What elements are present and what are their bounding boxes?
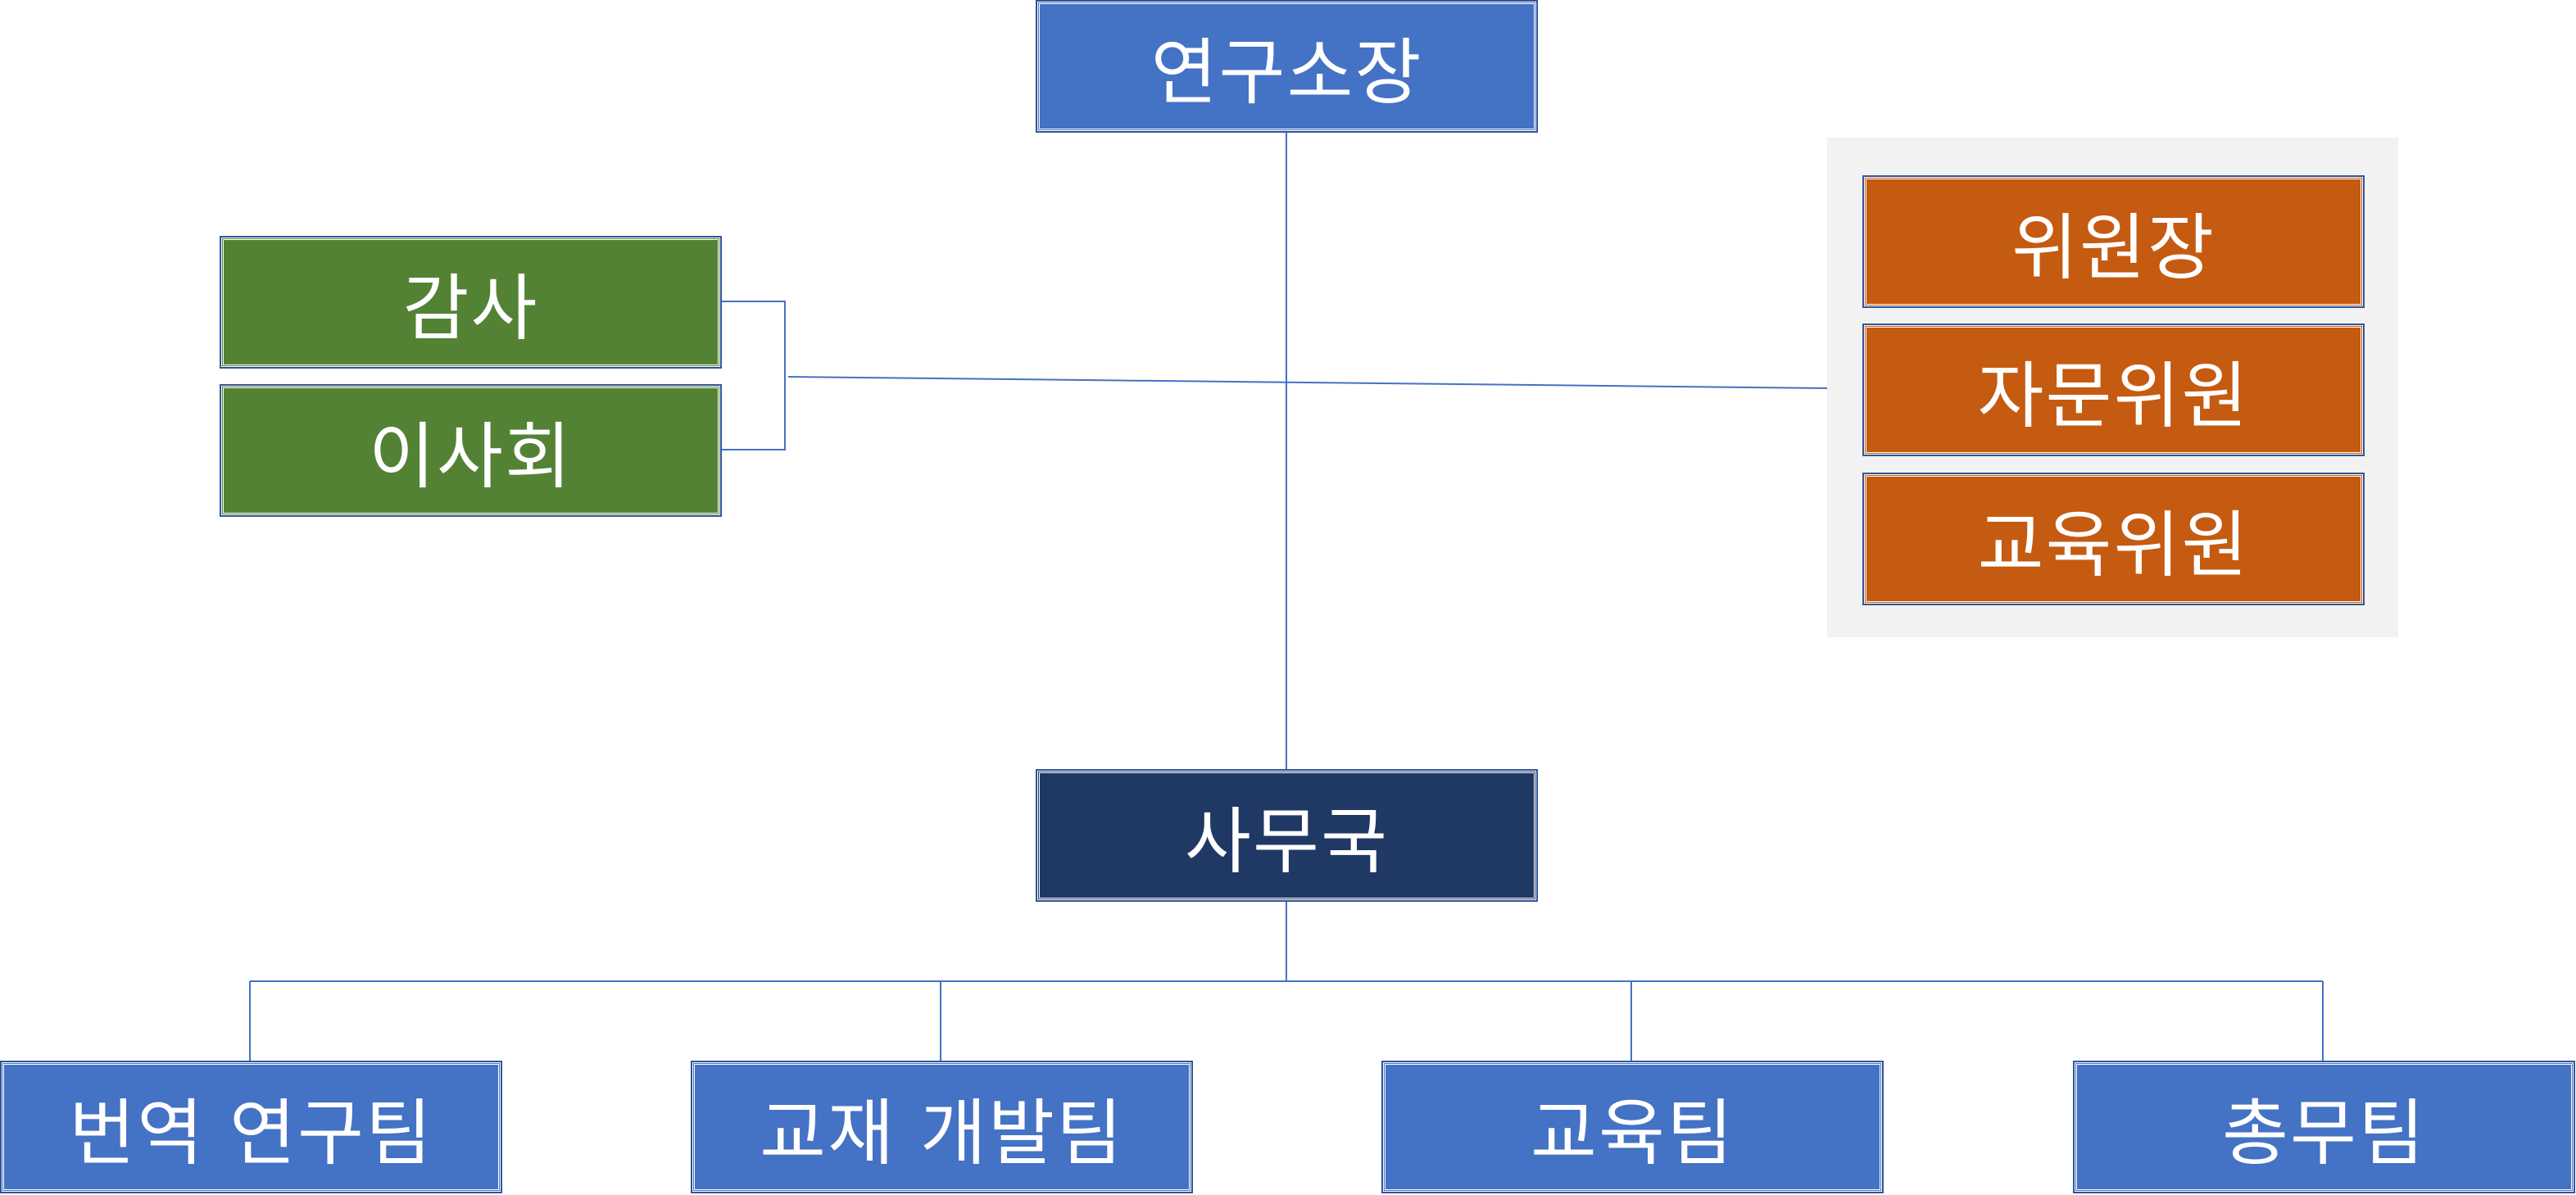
board-box[interactable]: 이사회	[220, 384, 722, 517]
translation-team-label: 번역 연구팀	[69, 1090, 433, 1175]
oversight-bracket-line	[719, 301, 786, 450]
secretariat-label: 사무국	[1185, 799, 1389, 884]
education-member-label: 교육위원	[1977, 502, 2250, 587]
textbook-team-label: 교재 개발팀	[760, 1090, 1124, 1175]
translation-team-box[interactable]: 번역 연구팀	[0, 1061, 502, 1193]
secretariat-box[interactable]: 사무국	[1036, 769, 1538, 902]
education-team-box[interactable]: 교육팀	[1381, 1061, 1884, 1193]
oversight-to-committee-line	[787, 376, 1828, 389]
education-team-label: 교육팀	[1531, 1090, 1735, 1175]
committee-chair-label: 위원장	[2011, 205, 2215, 290]
director-box[interactable]: 연구소장	[1036, 0, 1538, 133]
advisor-box[interactable]: 자문위원	[1862, 324, 2365, 456]
audit-box[interactable]: 감사	[220, 236, 722, 369]
general-affairs-team-label: 총무팀	[2222, 1090, 2426, 1175]
advisor-label: 자문위원	[1977, 353, 2250, 438]
general-affairs-team-box[interactable]: 총무팀	[2073, 1061, 2575, 1193]
audit-label: 감사	[402, 265, 539, 351]
director-label: 연구소장	[1150, 29, 1423, 115]
textbook-team-box[interactable]: 교재 개발팀	[691, 1061, 1193, 1193]
education-member-box[interactable]: 교육위원	[1862, 473, 2365, 605]
committee-chair-box[interactable]: 위원장	[1862, 175, 2365, 308]
board-label: 이사회	[369, 414, 573, 499]
